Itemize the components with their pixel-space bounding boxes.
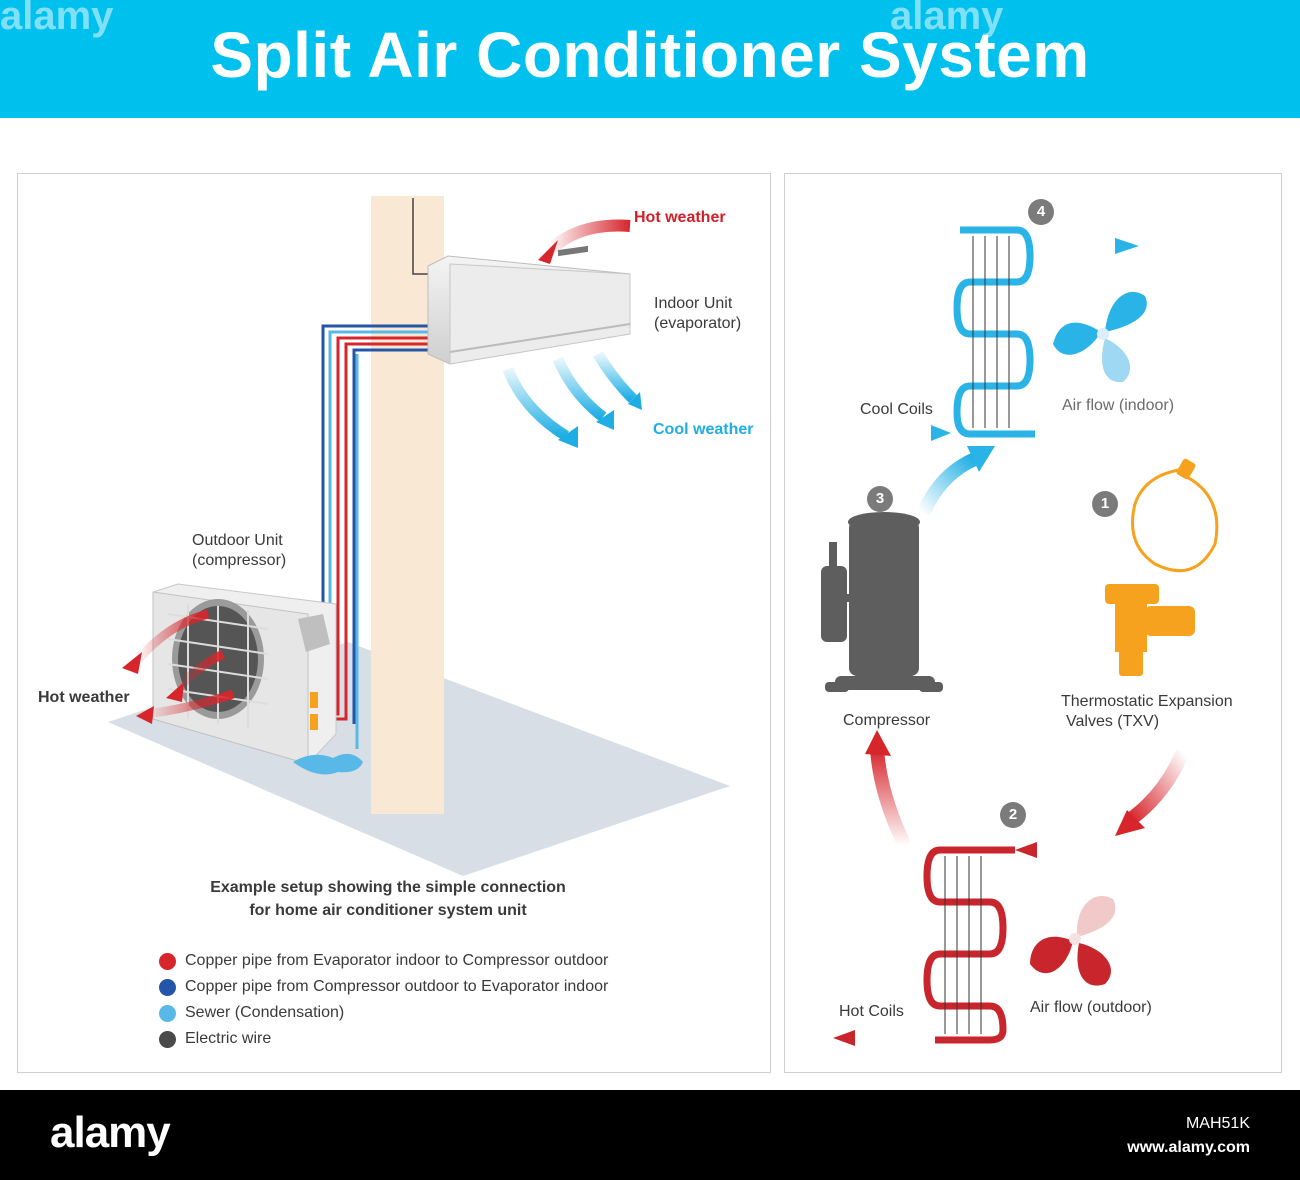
hotcoil-to-compressor-arrow [870,748,912,850]
hot-coils [923,846,1015,1044]
legend-item: Copper pipe from Evaporator indoor to Co… [159,948,608,974]
step-badge-1: 1 [1092,491,1118,517]
indoor-unit [427,245,631,365]
step-badge-4: 4 [1028,199,1054,225]
legend-label: Copper pipe from Compressor outdoor to E… [185,978,609,995]
legend-swatch-blue [159,978,176,996]
hot-coils-label: Hot Coils [839,1003,904,1020]
footer-info: MAH51K www.alamy.com [1127,1112,1250,1160]
legend-swatch-lightblue [159,1004,176,1022]
watermark: alamy [890,0,1004,38]
air-flow-outdoor-label: Air flow (outdoor) [1030,999,1152,1016]
cool-coils [953,226,1035,438]
hot-weather-label-top: Hot weather [634,209,726,226]
compressor-illustration [821,512,943,692]
air-flow-indoor-label: Air flow (indoor) [1062,397,1175,414]
hot-weather-label-left: Hot weather [38,689,130,706]
indoor-unit-label: Indoor Unit [654,295,733,312]
watermark: alamy [0,0,114,38]
electric-wire [412,198,430,275]
legend-item: Electric wire [159,1026,608,1052]
page-title: Split Air Conditioner System [210,19,1090,91]
indoor-fan [1053,291,1147,383]
footer-bar: alamy MAH51K www.alamy.com [0,1090,1300,1180]
legend-swatch-gray [159,1030,176,1048]
outdoor-unit-sublabel: (compressor) [192,552,287,569]
refrigeration-cycle-diagram [821,226,1219,1046]
caption-line-1: Example setup showing the simple connect… [210,879,566,896]
footer-url: www.alamy.com [1127,1139,1250,1156]
setup-caption: Example setup showing the simple connect… [158,876,618,922]
legend-item: Copper pipe from Compressor outdoor to E… [159,974,608,1000]
legend-label: Copper pipe from Evaporator indoor to Co… [185,952,609,969]
title-banner: alamy alamy Split Air Conditioner System [0,0,1300,118]
hot-air-arrow-top [543,219,631,257]
condensation-puddle [293,753,363,775]
outdoor-unit [152,583,337,765]
hot-air-arrow-left-3 [145,689,235,719]
legend-label: Electric wire [185,1030,272,1047]
refrigeration-cycle-panel: 4 3 1 2 Cool Coils Air flow (indoor) Com… [784,173,1282,1073]
compressor-to-coil-arrow [916,452,978,517]
indoor-unit-sublabel: (evaporator) [654,315,742,332]
legend-item: Sewer (Condensation) [159,1000,608,1026]
footer-logo: alamy [50,1108,171,1157]
hot-air-arrow-left-1 [132,609,210,665]
step-badge-2: 2 [1000,802,1026,828]
caption-line-2: for home air conditioner system unit [249,902,527,919]
txv-sublabel: Valves (TXV) [1066,713,1160,730]
txv-illustration [1105,458,1219,676]
setup-panel: Hot weather Indoor Unit (evaporator) Coo… [17,173,771,1073]
legend: Copper pipe from Evaporator indoor to Co… [159,948,608,1052]
compressor-label: Compressor [843,712,931,729]
legend-label: Sewer (Condensation) [185,1004,345,1021]
cool-air-arrows [502,351,637,441]
txv-label: Thermostatic Expansion [1061,693,1233,710]
image-id: MAH51K [1185,1115,1250,1132]
txv-to-hotcoil-arrow [1126,749,1190,825]
step-badge-3: 3 [867,486,893,512]
outdoor-unit-label: Outdoor Unit [192,532,283,549]
legend-swatch-red [159,952,176,970]
cool-weather-label: Cool weather [653,421,754,438]
outdoor-fan [1030,895,1116,986]
cool-coils-label: Cool Coils [860,401,933,418]
setup-illustration [108,196,730,876]
